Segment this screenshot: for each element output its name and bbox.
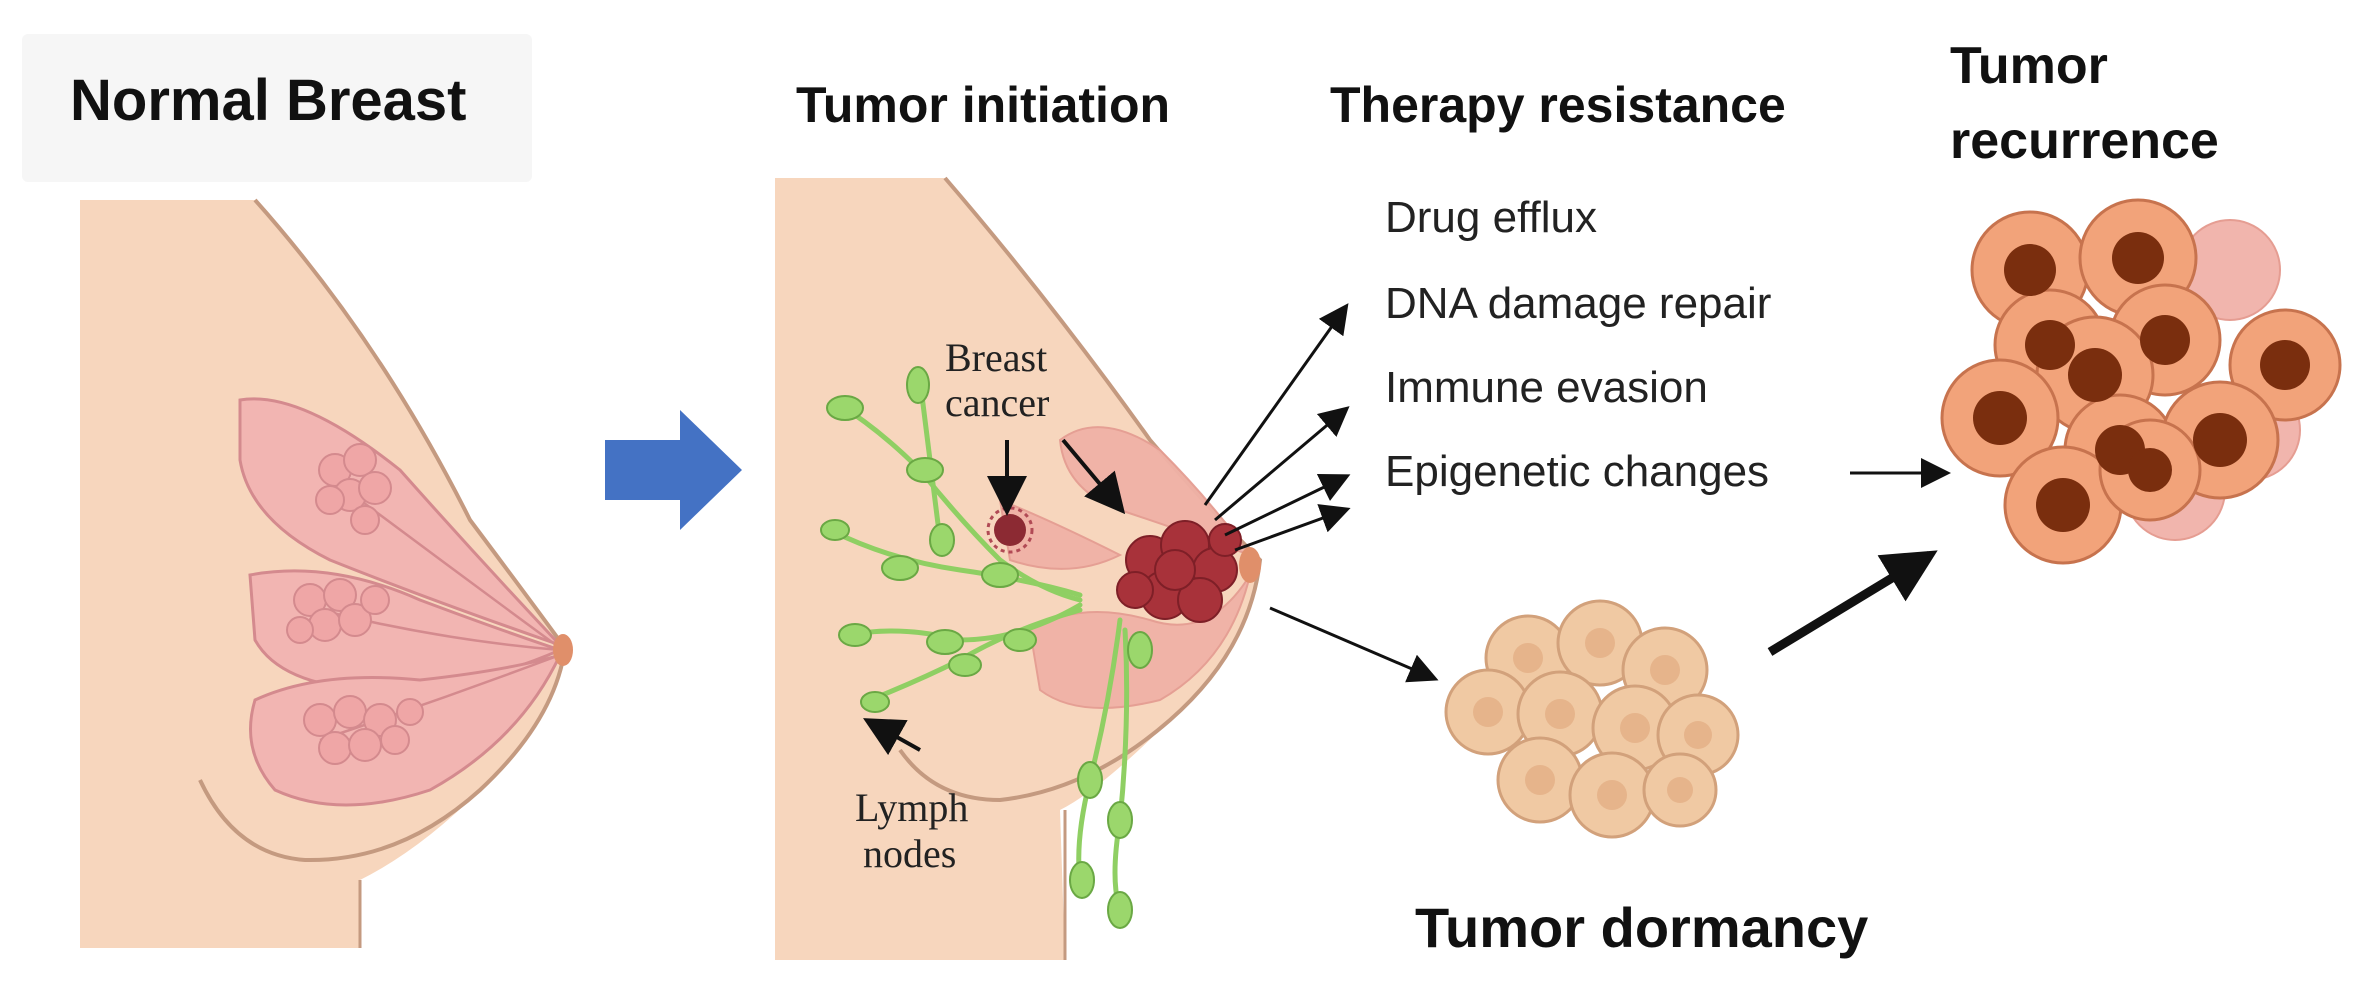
recurrent-tumor-cluster (1940, 198, 2342, 565)
breast-cancer-label-line1: Breast (945, 335, 1048, 380)
resistance-item-epigenetic: Epigenetic changes (1385, 447, 1770, 496)
therapy-resistance-title: Therapy resistance (1330, 77, 1786, 133)
to-dormancy-arrow (1269, 606, 1439, 683)
tumor-recurrence-title-line2: recurrence (1950, 112, 2219, 170)
lymph-nodes-label-line1: Lymph (855, 785, 969, 830)
resistance-arrows (1203, 303, 1351, 552)
tumor-breast-illustration (775, 176, 1263, 960)
normal-breast-illustration (80, 198, 573, 948)
tumor-recurrence-title-line1: Tumor (1950, 37, 2108, 95)
normal-breast-title: Normal Breast (70, 68, 467, 133)
tumor-breast-outline (898, 176, 1263, 803)
tumor-breast-skin (775, 178, 1260, 960)
primary-tumor-mass (1116, 520, 1242, 623)
lymph-nodes-label-line2: nodes (863, 831, 957, 876)
dormant-tumor-cluster (1444, 599, 1740, 839)
progression-arrow (605, 410, 742, 530)
breast-cancer-label-line2: cancer (945, 380, 1050, 425)
tumor-dormancy-title: Tumor dormancy (1415, 896, 1869, 959)
resistance-item-drug-efflux: Drug efflux (1385, 193, 1597, 242)
normal-breast-outline (198, 198, 568, 863)
normal-breast-lobes (238, 397, 573, 807)
resistance-item-dna-repair: DNA damage repair (1385, 279, 1772, 328)
dormancy-to-recurrence-arrow (1767, 550, 1938, 656)
early-cancer-spot (986, 506, 1034, 554)
resistance-item-immune-evasion: Immune evasion (1385, 363, 1708, 412)
tumor-initiation-title: Tumor initiation (796, 77, 1171, 133)
normal-breast-title-background (22, 34, 532, 182)
